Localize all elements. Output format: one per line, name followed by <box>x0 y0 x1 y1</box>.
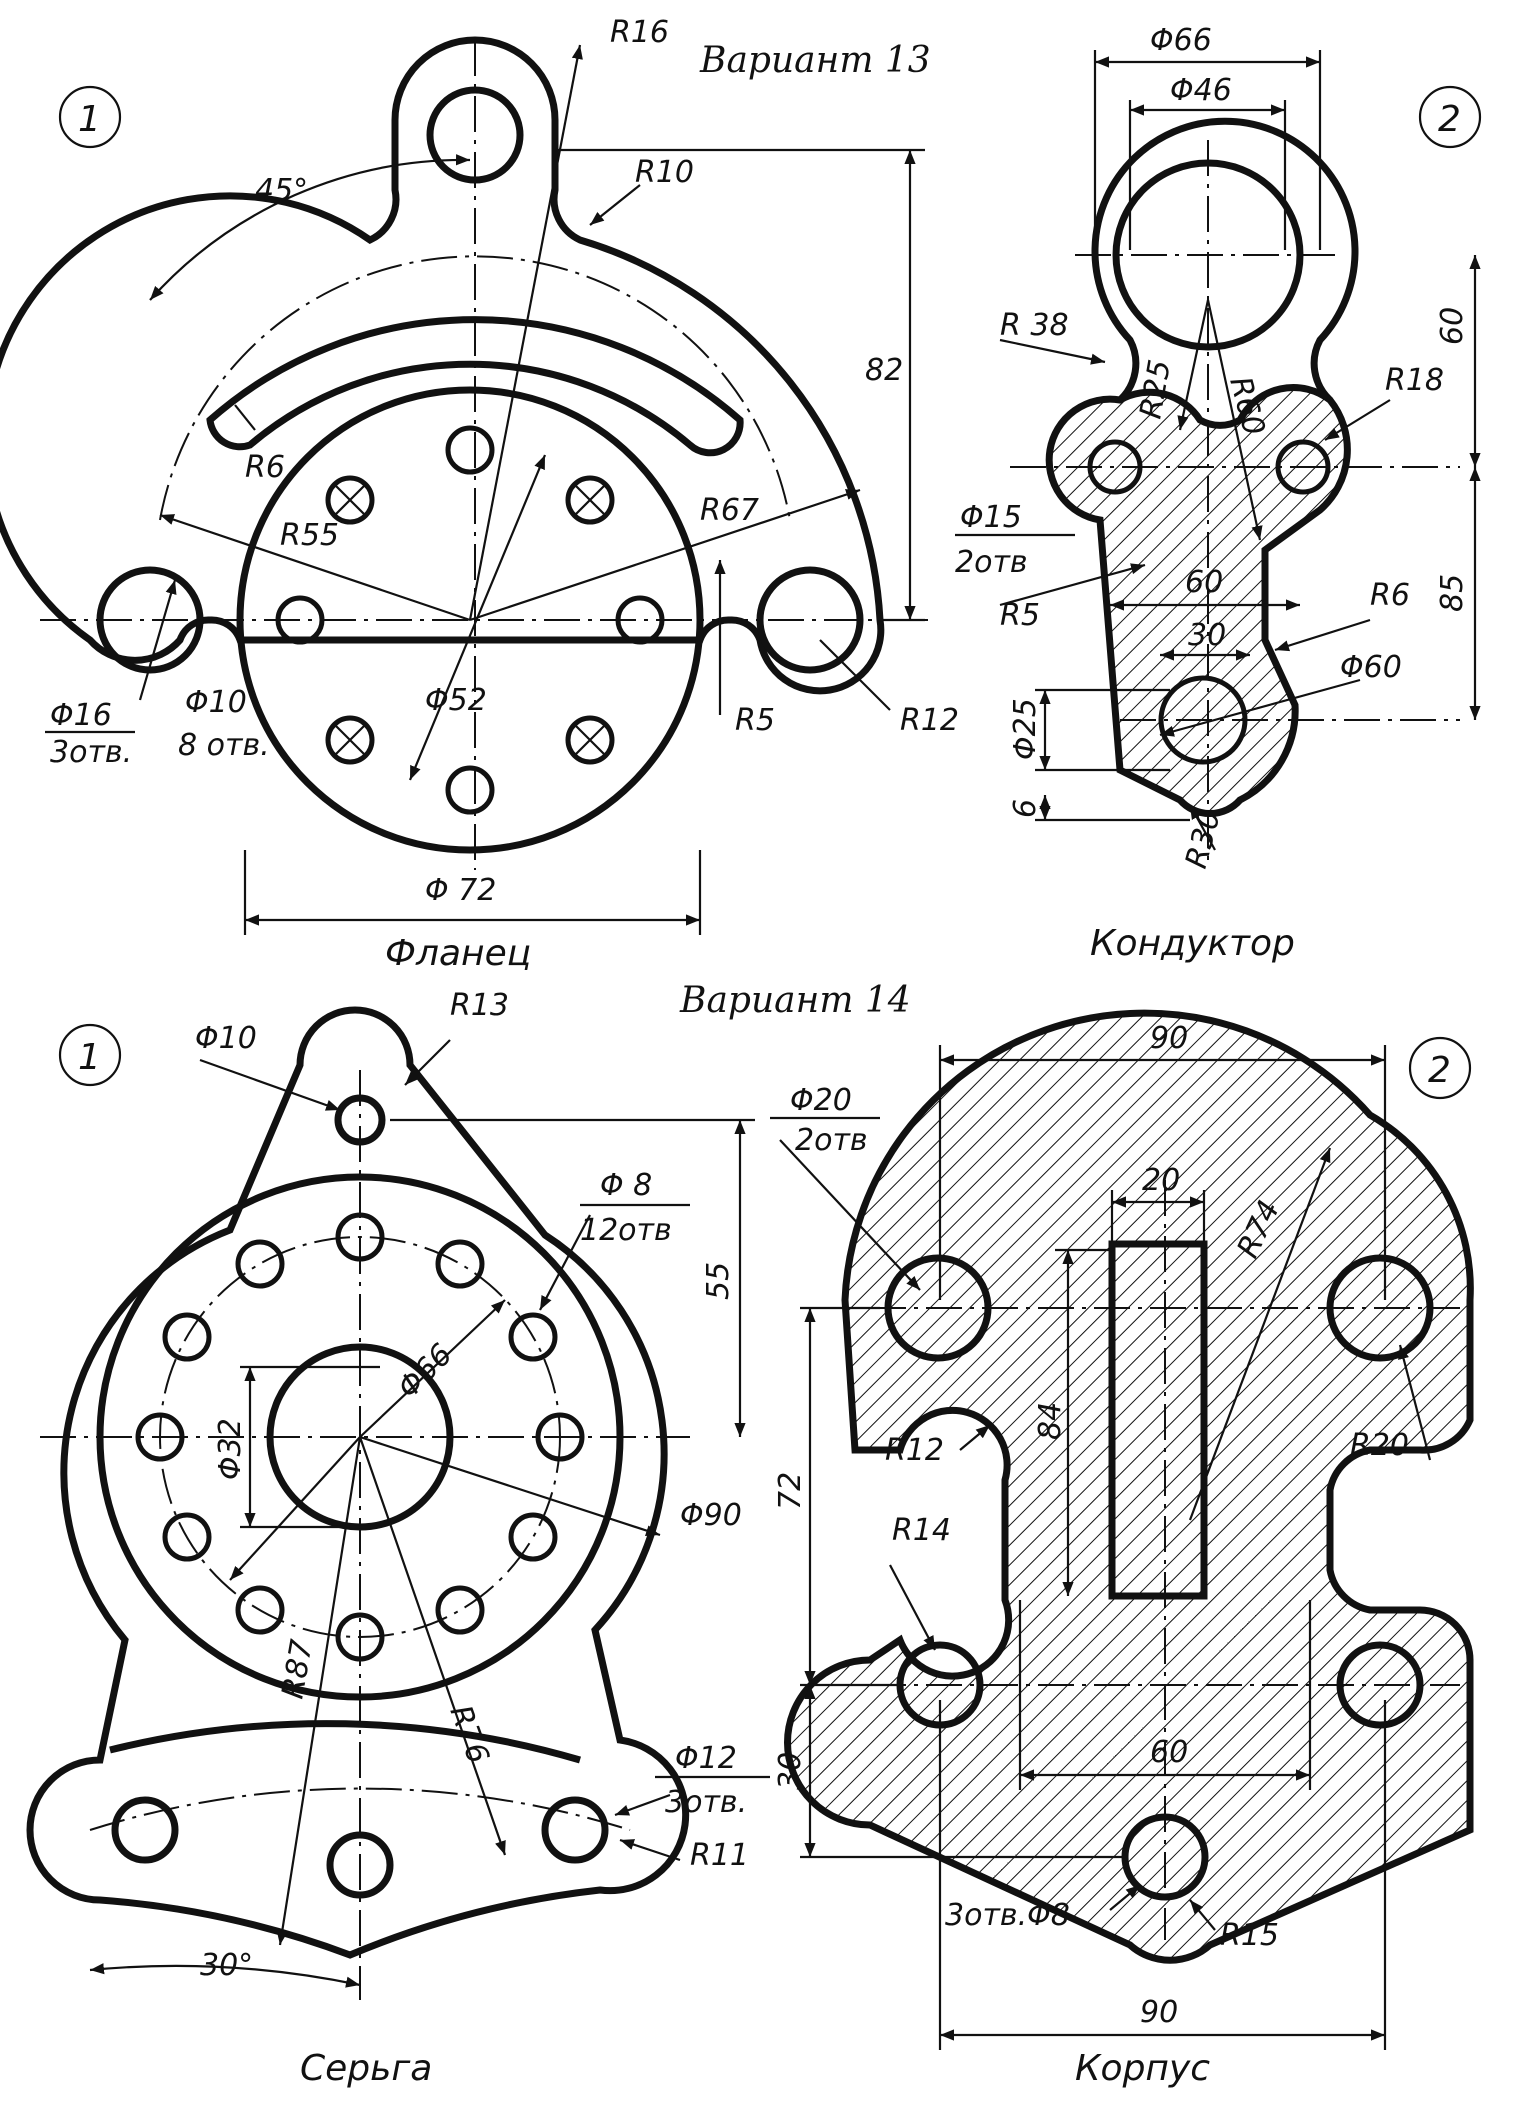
serga-outer-contour <box>26 1006 690 1959</box>
flanets-center-arc <box>159 255 791 521</box>
variant-14-label: Вариант 14 <box>679 980 911 1021</box>
serga-dim-12holes: 12отв <box>580 1213 672 1248</box>
flanets-dim-r16: R16 <box>610 15 669 50</box>
flanets-dim-phi10: Φ10 <box>185 685 247 720</box>
serga-dim-55: 55 <box>701 1262 736 1300</box>
serga-dim-r11: R11 <box>690 1838 749 1873</box>
serga-dim-phi90: Φ90 <box>680 1498 742 1533</box>
korpus-dim-3holes-phi8: 3отв.Φ8 <box>945 1898 1070 1933</box>
korpus-dim-r20: R20 <box>1350 1428 1409 1463</box>
serga-dim-30: 30° <box>200 1948 253 1983</box>
serga-dim-phi12: Φ12 <box>675 1741 737 1776</box>
korpus-dim-30: 30 <box>773 1752 808 1790</box>
serga-dim-phi10: Φ10 <box>195 1021 257 1056</box>
konduktor-dim-phi66: Φ66 <box>1150 23 1212 58</box>
serga-caption: Серьга <box>300 2048 432 2089</box>
korpus-caption: Корпус <box>1075 2048 1210 2089</box>
flanets-dim-phi16: Φ16 <box>50 698 112 733</box>
flanets-drawing: 1 <box>0 15 959 974</box>
flanets-small-holes <box>275 425 665 815</box>
flanets-dim-8holes: 8 отв. <box>178 728 270 763</box>
flanets-dim-r12: R12 <box>900 703 959 738</box>
korpus-dim-phi20: Φ20 <box>790 1083 852 1118</box>
flanets-dim-82: 82 <box>865 353 903 388</box>
serga-bottom-hole-center <box>326 1831 394 1899</box>
konduktor-dim-r38: R 38 <box>1000 308 1069 343</box>
korpus-dim-bottom-90: 90 <box>1140 1995 1178 2030</box>
serga-dim-arc-30 <box>89 1963 361 1988</box>
flanets-caption: Фланец <box>385 933 531 974</box>
serga-bottom-hole-left <box>111 1796 179 1864</box>
flanets-dim-3holes: 3отв. <box>50 735 132 770</box>
konduktor-number-circle <box>1418 85 1482 149</box>
konduktor-drawing: 2 Φ6 <box>955 23 1482 964</box>
korpus-number: 2 <box>1428 1050 1451 1091</box>
flanets-dim-r55: R55 <box>280 518 339 553</box>
konduktor-number: 2 <box>1438 99 1461 140</box>
korpus-hatched-body <box>784 1009 1474 1964</box>
serga-arc-band <box>109 1720 581 1764</box>
flanets-dim-r5: R5 <box>735 703 775 738</box>
konduktor-caption: Кондуктор <box>1090 923 1295 964</box>
korpus-number-circle <box>1408 1036 1472 1100</box>
korpus-center-slot <box>1108 1240 1208 1600</box>
konduktor-dim-phi46: Φ46 <box>1170 73 1232 108</box>
konduktor-upper-boss <box>1091 117 1359 403</box>
konduktor-dim-r5: R5 <box>1000 598 1040 633</box>
flanets-number: 1 <box>78 99 101 140</box>
flanets-dim-45: 45° <box>255 173 308 208</box>
serga-dim-phi8: Φ 8 <box>600 1168 652 1203</box>
serga-dim-phi32: Φ32 <box>213 1418 248 1480</box>
korpus-dim-2holes: 2отв <box>795 1123 868 1158</box>
serga-dim-r76: R76 <box>442 1701 495 1768</box>
flanets-dim-r67: R67 <box>700 493 759 528</box>
serga-bottom-hole-right <box>541 1796 609 1864</box>
variant-13-label: Вариант 13 <box>699 40 931 81</box>
serga-ring-holes <box>135 1212 585 1662</box>
konduktor-dim-60v: 60 <box>1435 307 1470 345</box>
flanets-dim-arc-45 <box>149 154 471 301</box>
flanets-dim-r10: R10 <box>635 155 694 190</box>
konduktor-dim-2holes: 2отв <box>955 545 1028 580</box>
serga-dim-3holes: 3отв. <box>665 1785 747 1820</box>
serga-number: 1 <box>78 1037 101 1078</box>
konduktor-dim-r6: R6 <box>1370 578 1410 613</box>
korpus-dim-r14: R14 <box>892 1513 951 1548</box>
flanets-dim-r6: R6 <box>245 450 285 485</box>
konduktor-dim-phi15: Φ15 <box>960 500 1022 535</box>
flanets-dim-phi52: Φ52 <box>425 683 487 718</box>
konduktor-dim-30: 30 <box>1188 618 1226 653</box>
korpus-drawing: 2 <box>770 1009 1474 2089</box>
korpus-dim-60: 60 <box>1150 1735 1188 1770</box>
korpus-dim-84: 84 <box>1033 1402 1068 1440</box>
korpus-dim-r15: R15 <box>1220 1918 1279 1953</box>
konduktor-dim-phi25: Φ25 <box>1008 698 1043 760</box>
flanets-number-circle <box>58 85 122 149</box>
konduktor-dim-85: 85 <box>1435 574 1470 612</box>
konduktor-dim-6: 6 <box>1008 799 1043 818</box>
serga-dim-r13: R13 <box>450 988 509 1023</box>
konduktor-dim-r30: R30 <box>1179 806 1228 872</box>
korpus-dim-top-90: 90 <box>1150 1021 1188 1056</box>
konduktor-dim-phi60: Φ60 <box>1340 650 1402 685</box>
serga-number-circle <box>58 1023 122 1087</box>
flanets-dim-phi72: Φ 72 <box>425 873 496 908</box>
serga-dim-phi66: Φ66 <box>391 1337 459 1405</box>
serga-drawing: 1 <box>26 988 770 2089</box>
konduktor-dim-60h: 60 <box>1185 565 1223 600</box>
konduktor-dim-r18: R18 <box>1385 363 1444 398</box>
korpus-dim-r12: R12 <box>885 1433 944 1468</box>
korpus-dim-20: 20 <box>1142 1163 1180 1198</box>
flanets-arc-slot <box>206 316 744 457</box>
korpus-dim-72: 72 <box>773 1472 808 1510</box>
